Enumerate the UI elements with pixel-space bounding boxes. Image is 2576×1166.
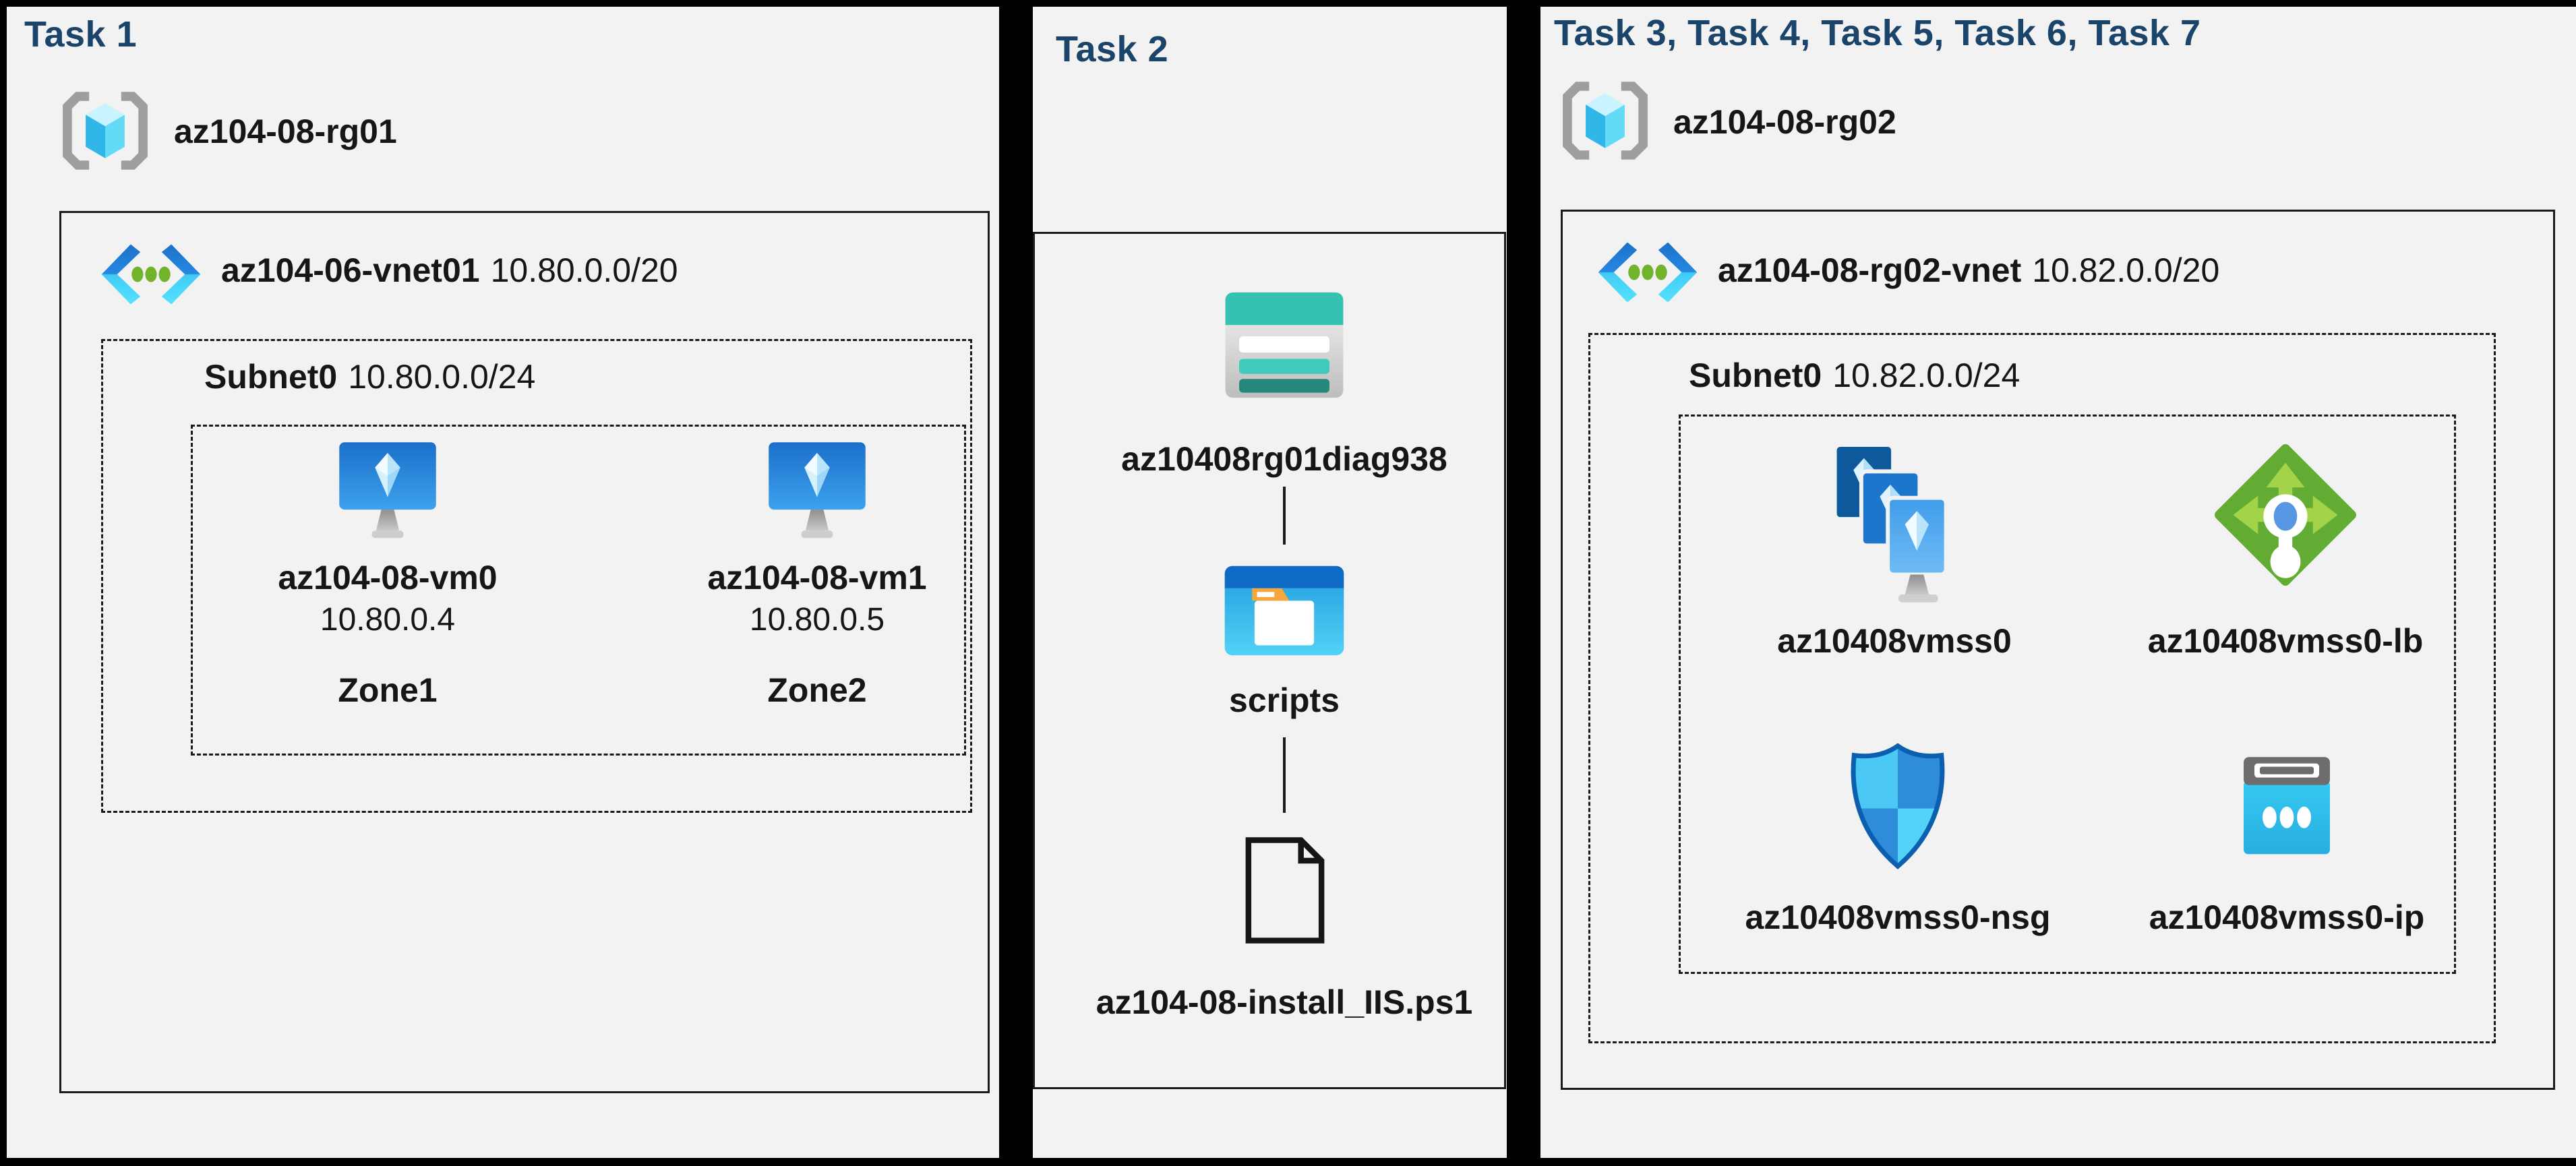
task1-title: Task 1 [24, 14, 138, 55]
storage-flow-box [1033, 232, 1506, 1089]
vnet-box [1561, 210, 2555, 1090]
subnet-name: Subnet0 [204, 358, 338, 396]
resource-block: az10408vmss0 [1706, 439, 2083, 661]
script-file-icon [1240, 834, 1329, 946]
container-name: scripts [1229, 681, 1340, 719]
script-file-name: az104-08-install_IIS.ps1 [1096, 983, 1473, 1021]
vm-ip: 10.80.0.4 [320, 602, 456, 638]
resource-name: az10408vmss0-nsg [1745, 898, 2051, 936]
public-ip-icon [2237, 755, 2337, 863]
vmss-icon [1822, 439, 1967, 604]
vm-ip: 10.80.0.5 [749, 602, 885, 638]
virtual-machine-icon [335, 438, 440, 543]
vm-block: az104-08-vm1 10.80.0.5 Zone2 [682, 438, 952, 710]
vnet-box [59, 211, 990, 1093]
subnet-cidr: 10.82.0.0/24 [1832, 357, 2020, 394]
vm-zone: Zone2 [767, 671, 867, 709]
blob-container-icon [1222, 561, 1346, 661]
subnet-name: Subnet0 [1689, 357, 1822, 394]
vnet-name: az104-08-rg02-vnet [1718, 251, 2022, 289]
resource-group-icon [1559, 78, 1651, 164]
resource-group-name: az104-08-rg01 [174, 113, 397, 150]
resource-group-icon [59, 88, 151, 174]
resource-block: az10408vmss0-ip [2098, 755, 2476, 937]
resource-name: az10408vmss0 [1777, 622, 2012, 660]
resource-group-name: az104-08-rg02 [1673, 103, 1896, 141]
storage-account-icon [1222, 288, 1347, 402]
storage-account-name: az10408rg01diag938 [1121, 440, 1447, 478]
vm-group-box [191, 425, 966, 756]
subnet-box [1588, 333, 2496, 1043]
resource-name: az10408vmss0-ip [2149, 898, 2425, 936]
vm-zone: Zone1 [338, 671, 438, 709]
vnet-cidr: 10.80.0.0/20 [490, 251, 678, 289]
subnet-label: Subnet0 10.82.0.0/24 [1689, 356, 2020, 395]
vnet-name: az104-06-vnet01 [221, 251, 480, 289]
virtual-network-icon [98, 235, 204, 314]
nsg-icon [1843, 740, 1952, 872]
subnet-label: Subnet0 10.80.0.0/24 [204, 357, 535, 396]
virtual-network-icon [1594, 233, 1701, 312]
vnet-cidr: 10.82.0.0/20 [2032, 251, 2220, 289]
vm-block: az104-08-vm0 10.80.0.4 Zone1 [253, 438, 522, 710]
subnet-box [101, 339, 972, 813]
connector-line [1283, 737, 1286, 813]
connector-line [1283, 487, 1286, 545]
panel-task1 [7, 7, 999, 1158]
resource-block: az10408vmss0-nsg [1709, 740, 2087, 937]
task3-7-title: Task 3, Task 4, Task 5, Task 6, Task 7 [1554, 13, 2201, 53]
vmss-group-box [1679, 415, 2456, 974]
task2-title: Task 2 [1056, 29, 1169, 69]
vm-name: az104-08-vm0 [278, 559, 498, 596]
resource-block: az10408vmss0-lb [2097, 443, 2474, 661]
panel-task3-7 [1540, 7, 2576, 1158]
virtual-machine-icon [765, 438, 870, 543]
vm-name: az104-08-vm1 [707, 559, 927, 596]
subnet-cidr: 10.80.0.0/24 [348, 358, 536, 396]
vnet-label: az104-08-rg02-vnet 10.82.0.0/20 [1718, 251, 2219, 290]
vnet-label: az104-06-vnet01 10.80.0.0/20 [221, 251, 678, 290]
load-balancer-icon [2214, 443, 2357, 586]
resource-name: az10408vmss0-lb [2147, 622, 2424, 660]
